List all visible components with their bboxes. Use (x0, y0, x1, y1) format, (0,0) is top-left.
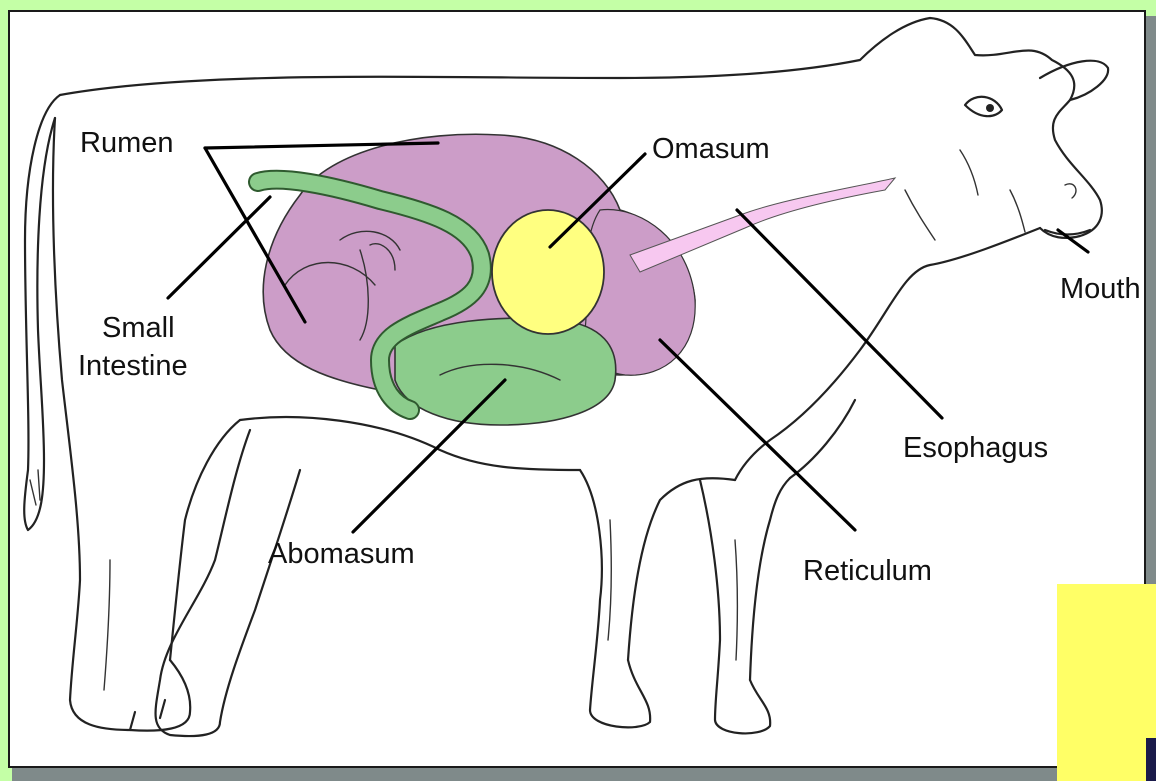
esophagus-label: Esophagus (903, 432, 1048, 464)
esophagus-tube (630, 178, 895, 272)
abomasum-label: Abomasum (268, 538, 415, 570)
omasum-organ (492, 210, 604, 334)
omasum-label: Omasum (652, 133, 770, 165)
small-intestine-label-line1: Small (102, 312, 175, 344)
abomasum-organ (395, 318, 616, 425)
small-intestine-label-line2: Intestine (78, 350, 188, 382)
rumen-label: Rumen (80, 127, 174, 159)
reticulum-label: Reticulum (803, 555, 932, 587)
corner-highlight-box (1057, 584, 1156, 781)
corner-dark-tab (1146, 738, 1156, 781)
mouth-label: Mouth (1060, 273, 1141, 305)
